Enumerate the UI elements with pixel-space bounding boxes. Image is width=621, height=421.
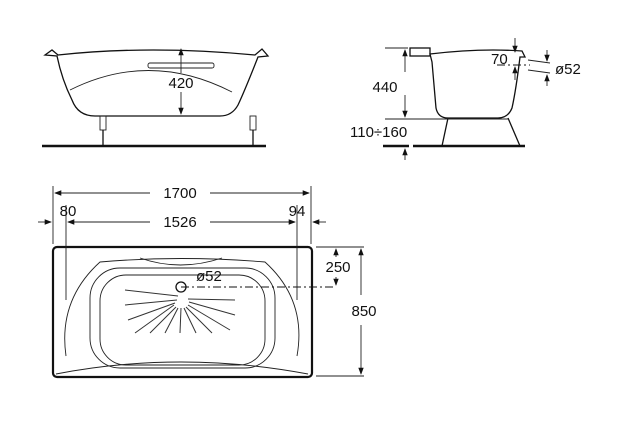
tub-end-outline xyxy=(429,49,527,119)
anti-slip-pattern xyxy=(124,289,236,334)
right-offset-dimension: 94 xyxy=(289,203,306,220)
top-view: ø52 1700 1526 80 94 250 850 xyxy=(38,185,377,379)
end-view: 440 110÷160 70 ø52 xyxy=(350,38,581,160)
tub-rim xyxy=(409,47,431,57)
drain-offset-dimension: 250 xyxy=(325,259,350,276)
left-offset-dimension: 80 xyxy=(60,203,77,220)
overflow-diameter-dimension: ø52 xyxy=(555,61,581,78)
inner-rim xyxy=(64,258,300,357)
leg-height-dimension: 110÷160 xyxy=(350,124,407,141)
leg xyxy=(249,115,257,146)
length-dimension: 1700 xyxy=(163,185,196,202)
height-dimension: 440 xyxy=(372,79,397,96)
tub-inner-curve xyxy=(69,70,233,93)
tub-side-outline xyxy=(43,48,270,117)
leg xyxy=(99,115,107,146)
height-dimension: 420 xyxy=(168,75,193,92)
overflow-offset-dimension: 70 xyxy=(491,51,508,68)
drain-diameter-dimension: ø52 xyxy=(196,268,222,285)
tub-top-outline xyxy=(51,245,314,379)
inner-length-dimension: 1526 xyxy=(163,214,196,231)
width-dimension: 850 xyxy=(351,303,376,320)
side-view: 420 xyxy=(42,48,270,148)
